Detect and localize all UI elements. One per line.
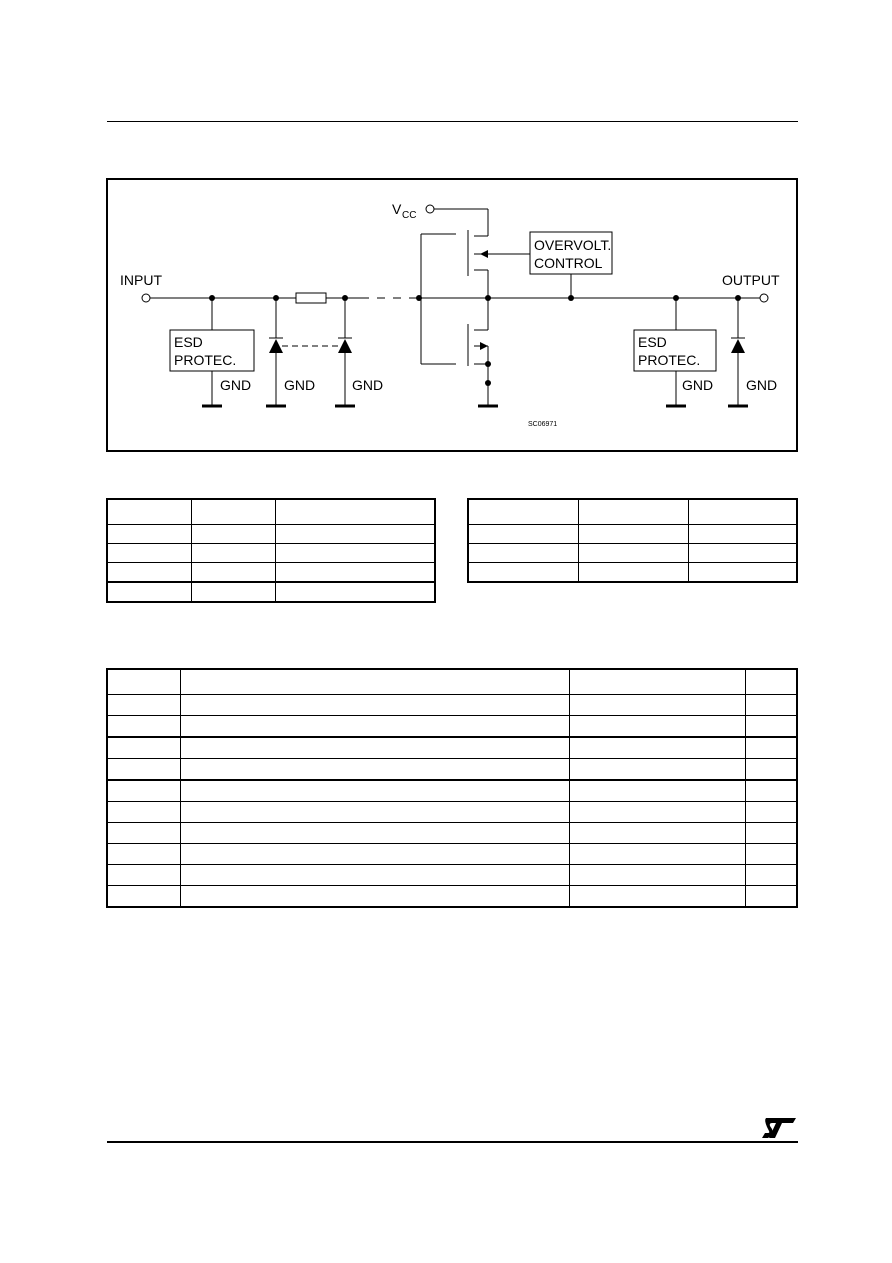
overvolt-line1: OVERVOLT. bbox=[534, 237, 611, 253]
schematic-code: SC06971 bbox=[528, 421, 557, 428]
gnd-label: GND bbox=[284, 377, 315, 393]
esd-right-line1: ESD bbox=[638, 334, 667, 350]
esd-left-line2: PROTEC. bbox=[174, 352, 236, 368]
vcc-label: V bbox=[392, 201, 402, 217]
header-rule bbox=[107, 121, 798, 122]
schematic-diagram: INPUT ESD PROTEC. GND GND GND bbox=[106, 178, 798, 452]
input-label: INPUT bbox=[120, 272, 162, 288]
table-main bbox=[106, 668, 798, 908]
esd-protection-right bbox=[633, 329, 717, 372]
gnd-label: GND bbox=[352, 377, 383, 393]
esd-protection-left bbox=[169, 329, 255, 372]
gnd-label: GND bbox=[682, 377, 713, 393]
overvoltage-control-block bbox=[529, 231, 613, 275]
esd-left-line1: ESD bbox=[174, 334, 203, 350]
resistor bbox=[295, 292, 327, 304]
overvolt-line2: CONTROL bbox=[534, 255, 603, 271]
input-terminal bbox=[141, 293, 151, 303]
output-terminal bbox=[759, 293, 769, 303]
output-label: OUTPUT bbox=[722, 272, 780, 288]
st-logo bbox=[760, 1116, 800, 1145]
gnd-label: GND bbox=[220, 377, 251, 393]
vcc-terminal bbox=[425, 204, 435, 214]
esd-right-line2: PROTEC. bbox=[638, 352, 700, 368]
table-right bbox=[467, 498, 798, 583]
footer-rule bbox=[107, 1141, 798, 1143]
gnd-label: GND bbox=[746, 377, 777, 393]
table-left bbox=[106, 498, 436, 603]
vcc-subscript: CC bbox=[402, 210, 416, 221]
